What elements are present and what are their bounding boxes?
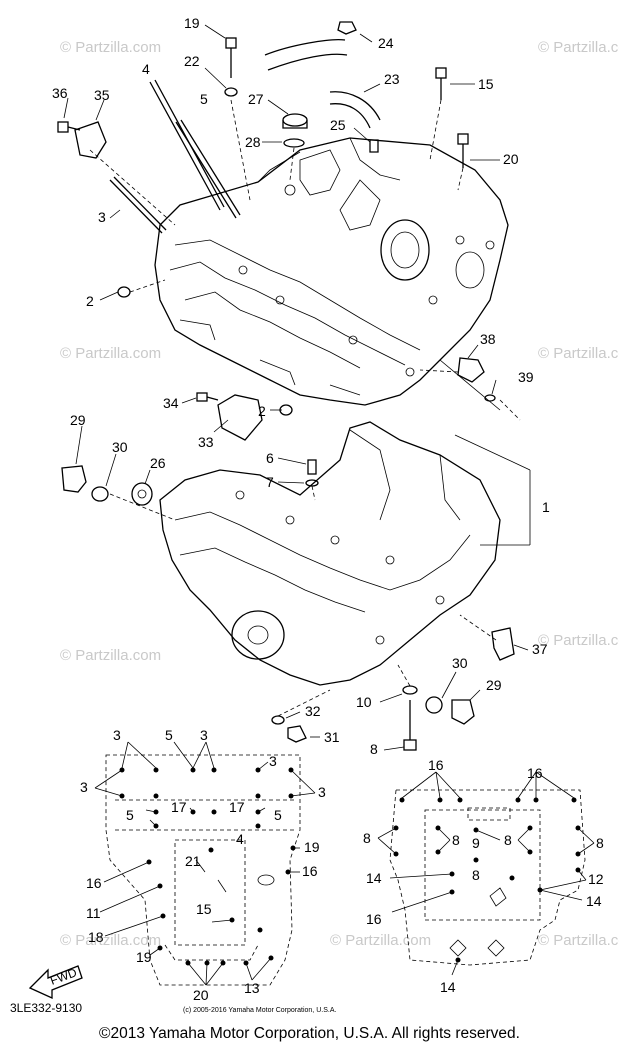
callout-35: 35 [94,87,110,103]
leader-lines [63,24,529,751]
callout-25: 25 [330,117,346,133]
label-14: 14 [586,893,602,909]
callout-6: 6 [266,450,274,466]
watermark: © Partzilla.com [60,39,161,56]
assembly-lines [89,99,531,717]
watermark: © Partzilla.com [60,932,161,949]
callout-29: 29 [70,412,86,428]
label-8: 8 [596,835,604,851]
callout-3: 3 [98,209,106,225]
label-9: 9 [472,835,480,851]
label-5: 5 [274,807,282,823]
callout-15: 15 [478,76,494,92]
watermark-layer: © Partzilla.com © Partzilla.com © Partzi… [60,39,619,949]
callout-27: 27 [248,91,264,107]
label-5: 5 [126,807,134,823]
label-19: 19 [304,839,320,855]
label-21: 21 [185,853,201,869]
callout-4: 4 [142,61,150,77]
label-15: 15 [196,901,212,917]
label-11: 11 [86,905,101,921]
label-8: 8 [472,867,480,883]
label-16: 16 [527,765,543,781]
label-4: 4 [236,831,244,847]
bolt-pattern-right: 16 16 8 8 9 8 8 8 14 12 14 16 14 [363,757,604,995]
callout-37: 37 [532,641,548,657]
callout-1: 1 [542,499,550,515]
callout-20: 20 [503,151,519,167]
label-16: 16 [302,863,318,879]
bolt-pattern-left: 3 5 3 3 3 3 17 17 5 5 4 19 21 16 16 11 1… [80,727,326,1003]
callout-24: 24 [378,35,394,51]
label-16: 16 [366,911,382,927]
label-3: 3 [113,727,121,743]
callout-34: 34 [163,395,179,411]
label-8: 8 [504,832,512,848]
fwd-label: FWD [48,965,79,988]
callout-8: 8 [370,741,378,757]
callout-22: 22 [184,53,200,69]
label-3: 3 [318,784,326,800]
watermark: © Partzilla.com [538,932,619,949]
watermark: © Partzilla.com [60,345,161,362]
small-copyright: (c) 2005-2016 Yamaha Motor Corporation, … [183,1007,336,1014]
lower-crankcase [159,421,501,686]
callout-2: 2 [86,293,94,309]
watermark: © Partzilla.com [330,932,431,949]
copyright-notice: ©2013 Yamaha Motor Corporation, U.S.A. A… [99,1025,520,1042]
label-17: 17 [171,799,187,815]
label-18: 18 [88,929,104,945]
label-3: 3 [269,753,277,769]
label-16: 16 [428,757,444,773]
watermark: © Partzilla.com [538,632,619,649]
callout-30: 30 [112,439,128,455]
callout-26: 26 [150,455,166,471]
label-14: 14 [366,870,382,886]
callout-10: 10 [356,694,372,710]
callout-31: 31 [324,729,340,745]
label-17: 17 [229,799,245,815]
label-12: 12 [588,871,604,887]
label-3: 3 [80,779,88,795]
label-19: 19 [136,949,152,965]
callout-36: 36 [52,85,68,101]
callout-32: 32 [305,703,321,719]
watermark: © Partzilla.com [60,647,161,664]
diagram-code: 3LE332-9130 [10,1001,82,1015]
callout-28: 28 [245,134,261,150]
callout-7: 7 [266,474,274,490]
callout-2: 2 [258,403,266,419]
callout-38: 38 [480,331,496,347]
label-8: 8 [363,830,371,846]
callout-19: 19 [184,15,200,31]
label-14: 14 [440,979,456,995]
small-parts [57,21,515,751]
upper-crankcase [154,137,509,406]
label-13: 13 [244,980,260,996]
callout-5: 5 [200,91,208,107]
callout-23: 23 [384,71,400,87]
callout-29: 29 [486,677,502,693]
label-8: 8 [452,832,460,848]
fwd-arrow-icon: FWD [28,965,83,1000]
callout-33: 33 [198,434,214,450]
callout-39: 39 [518,369,534,385]
label-5: 5 [165,727,173,743]
label-16: 16 [86,875,102,891]
callout-labels: 19 24 22 23 4 15 36 35 5 27 25 28 20 3 2… [52,15,550,757]
watermark: © Partzilla.com [538,345,619,362]
callout-30: 30 [452,655,468,671]
label-20: 20 [193,987,209,1003]
watermark: © Partzilla.com [538,39,619,56]
label-3: 3 [200,727,208,743]
